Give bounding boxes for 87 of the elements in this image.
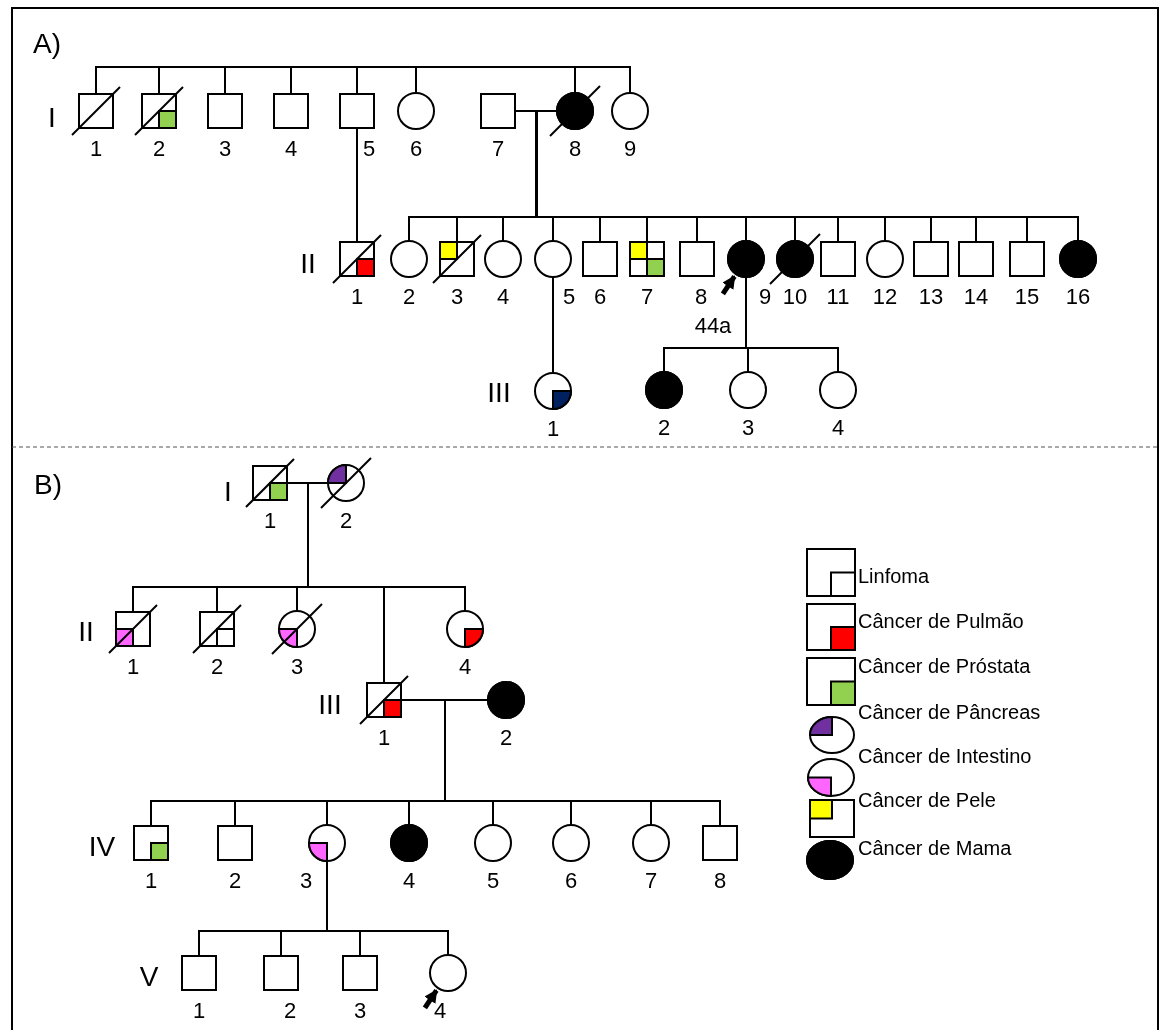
individual-number: 14 [962, 285, 990, 309]
pedigree-line [415, 66, 576, 94]
individual-number: 3 [352, 999, 368, 1023]
individual-number: 1 [88, 137, 104, 161]
individual-number: 10 [781, 285, 809, 309]
individual-number: 2 [338, 509, 354, 533]
individual-number: 8 [567, 137, 583, 161]
legend-text: Câncer de Próstata [858, 655, 1031, 677]
individual-number: 5 [485, 869, 501, 893]
pedigree-line [95, 66, 160, 95]
generation-label: II [78, 617, 94, 647]
individual-number: 6 [408, 137, 424, 161]
individual-number: 3 [289, 655, 305, 679]
legend-text: Câncer de Pele [858, 789, 996, 811]
individual-number: 15 [1013, 285, 1041, 309]
individual-number: 2 [227, 869, 243, 893]
individual-number: 16 [1064, 285, 1092, 309]
pedigree-line [574, 66, 631, 94]
individual-number: 12 [871, 285, 899, 309]
generation-label: V [139, 962, 159, 992]
pedigree-line [514, 110, 538, 112]
generation-label: IV [88, 832, 116, 862]
individual-number: 3 [740, 416, 756, 440]
individual-number: 6 [563, 869, 579, 893]
individual-number: 2 [209, 655, 225, 679]
individual-number: 4 [283, 137, 299, 161]
pedigree-line [356, 127, 358, 243]
pedigree-line [356, 66, 417, 95]
pedigree-line [286, 482, 309, 484]
pedigree-line [307, 482, 329, 484]
panel-label: B) [34, 470, 62, 500]
legend-text: Câncer de Mama [858, 837, 1012, 859]
individual-number: 7 [643, 869, 659, 893]
pedigree-line [535, 110, 558, 112]
individual-number: 1 [262, 509, 278, 533]
individual-number: 8 [712, 869, 728, 893]
individual-number: 13 [917, 285, 945, 309]
individual-number: 8 [693, 285, 709, 309]
pedigree-line [400, 699, 446, 701]
age-label: 44a [693, 314, 733, 338]
individual-number: 11 [825, 285, 851, 309]
legend-text: Câncer de Pulmão [858, 610, 1024, 632]
individual-number: 5 [561, 285, 577, 309]
individual-number: 3 [217, 137, 233, 161]
individual-number: 4 [495, 285, 511, 309]
individual-number: 3 [449, 285, 465, 309]
individual-number: 1 [376, 726, 392, 750]
pedigree-line [290, 66, 358, 95]
generation-label: I [48, 103, 56, 133]
individual-number: 9 [757, 285, 773, 309]
individual-number: 1 [125, 655, 141, 679]
individual-number: 2 [498, 726, 514, 750]
pedigree-line [326, 860, 449, 956]
generation-label: III [487, 378, 511, 408]
proband-arrow [720, 275, 737, 296]
generation-label: I [224, 477, 232, 507]
pedigree-line [224, 66, 292, 95]
individual-number: 3 [298, 869, 314, 893]
generation-label: III [318, 690, 342, 720]
individual-number: 4 [432, 999, 448, 1023]
individual-number: 6 [592, 285, 608, 309]
pedigree-line [307, 482, 466, 612]
pedigree-line [552, 276, 554, 374]
panel-label: A) [33, 29, 61, 59]
pedigree-line [444, 699, 489, 701]
individual-number: 4 [830, 416, 846, 440]
individual-number: 1 [349, 285, 365, 309]
pedigree-line [158, 66, 226, 95]
individual-number: 4 [401, 869, 417, 893]
individual-number: 2 [151, 137, 167, 161]
individual-number: 1 [545, 417, 561, 441]
individual-number: 7 [490, 137, 506, 161]
individual-number: 5 [361, 137, 377, 161]
individual-number: 1 [191, 999, 207, 1023]
legend-text: Linfoma [858, 565, 930, 587]
individual-number: 7 [639, 285, 655, 309]
pedigree-line [745, 276, 839, 373]
proband-arrow [422, 989, 439, 1010]
generation-label: II [300, 249, 316, 279]
individual-number: 1 [143, 869, 159, 893]
individual-number: 4 [457, 655, 473, 679]
legend-text: Câncer de Intestino [858, 745, 1032, 767]
individual-number: 2 [401, 285, 417, 309]
individual-number: 2 [656, 416, 672, 440]
individual-number: 9 [622, 137, 638, 161]
legend-text: Câncer de Pâncreas [858, 701, 1041, 723]
individual-number: 2 [282, 999, 298, 1023]
